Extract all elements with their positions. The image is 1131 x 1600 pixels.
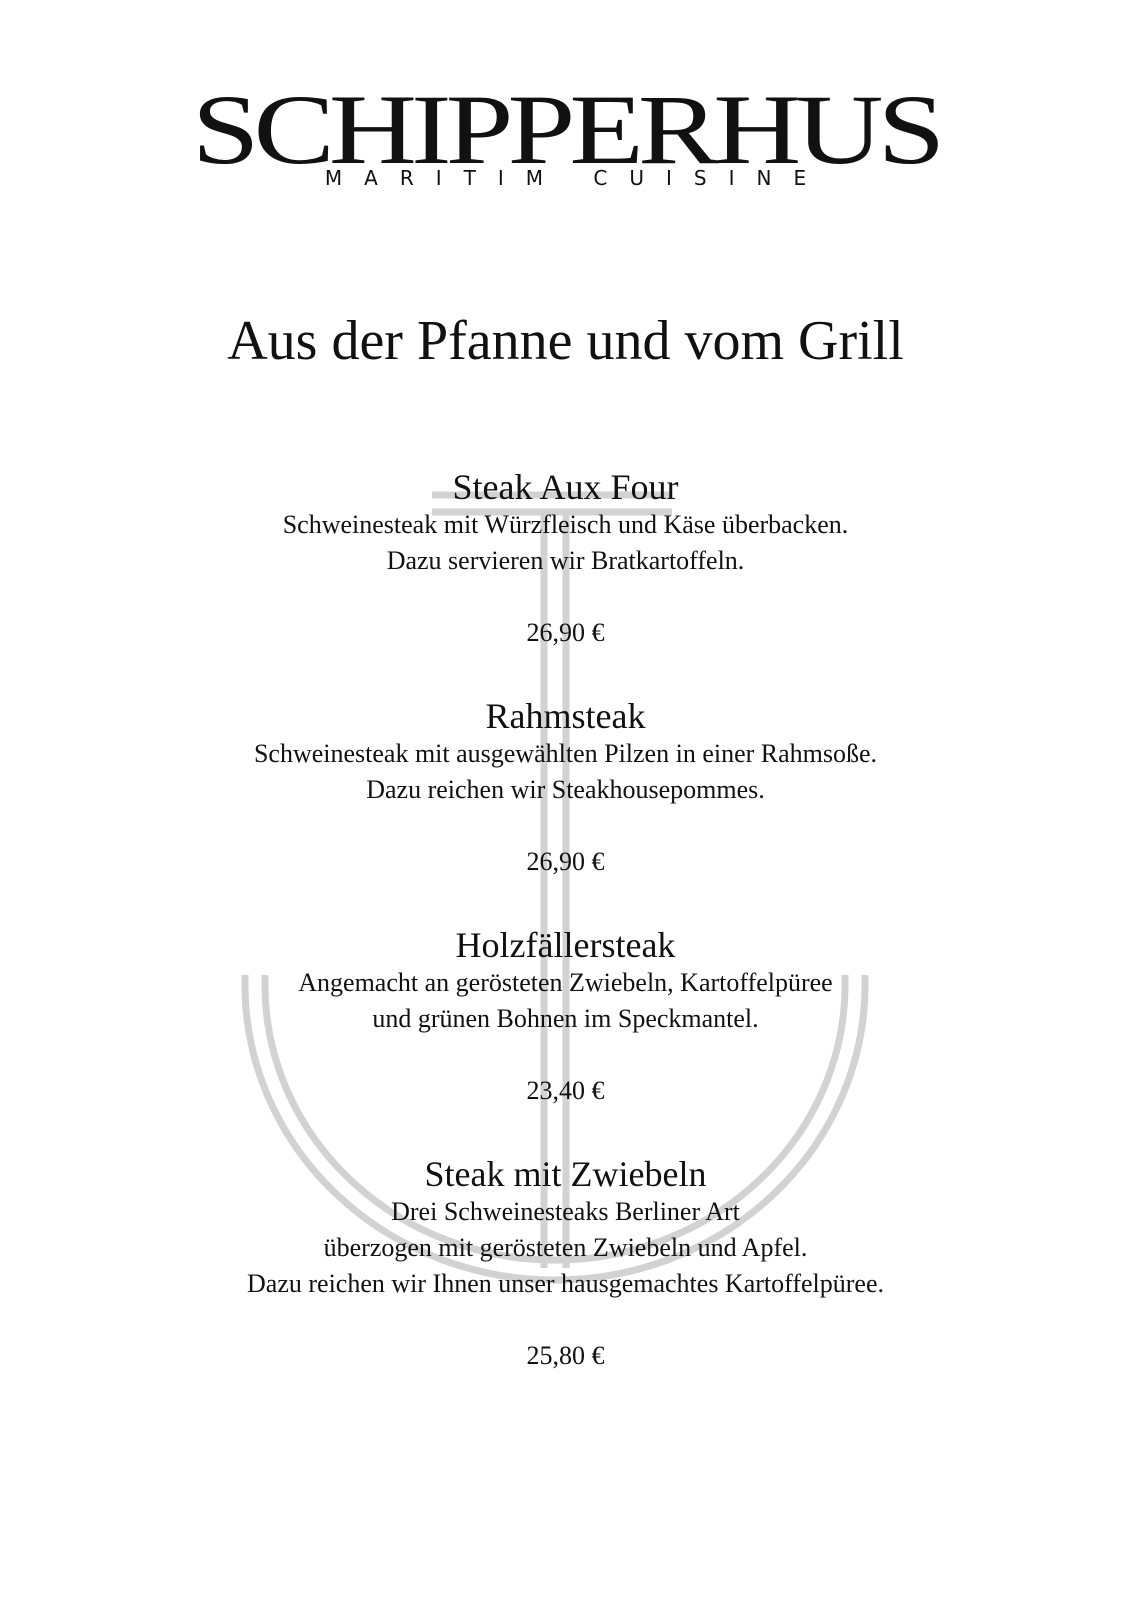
menu-list: Steak Aux Four Schweinesteak mit Würzfle… [0,467,1131,1383]
dish-description-line: Dazu reichen wir Steakhousepommes. [366,775,765,804]
dish-description-line: Drei Schweinesteaks Berliner Art [391,1197,740,1226]
dish-description-line: und grünen Bohnen im Speckmantel. [372,1004,759,1033]
section-title: Aus der Pfanne und vom Grill [227,310,904,372]
dish-description-line: Schweinesteak mit ausgewählten Pilzen in… [253,739,878,768]
dish-description-line: Schweinesteak mit Würzfleisch und Käse ü… [282,510,849,539]
menu-item: Steak mit Zwiebeln Drei Schweinesteaks B… [0,1154,1131,1383]
dish-price: 25,80 € [526,1341,605,1370]
dish-name: Rahmsteak [485,696,646,736]
dish-name: Steak Aux Four [452,467,679,507]
brand-name: SCHIPPERHUS [191,74,946,185]
dish-price: 23,40 € [526,1076,605,1105]
dish-description-line: Angemacht an gerösteten Zwiebeln, Kartof… [298,968,833,997]
dish-description-line: überzogen mit gerösteten Zwiebeln und Ap… [323,1233,808,1262]
dish-price: 26,90 € [526,618,605,647]
menu-item: Steak Aux Four Schweinesteak mit Würzfle… [0,467,1131,696]
dish-description-line: Dazu servieren wir Bratkartoffeln. [386,546,745,575]
dish-name: Holzfällersteak [455,925,676,965]
brand-logo: SCHIPPERHUS MARITIM CUISINE [0,80,1131,202]
dish-description-line: Dazu reichen wir Ihnen unser hausgemacht… [247,1269,884,1298]
menu-item: Holzfällersteak Angemacht an gerösteten … [0,925,1131,1154]
menu-item: Rahmsteak Schweinesteak mit ausgewählten… [0,696,1131,925]
dish-price: 26,90 € [526,847,605,876]
dish-name: Steak mit Zwiebeln [424,1154,707,1194]
brand-tagline: MARITIM CUISINE [324,166,829,190]
